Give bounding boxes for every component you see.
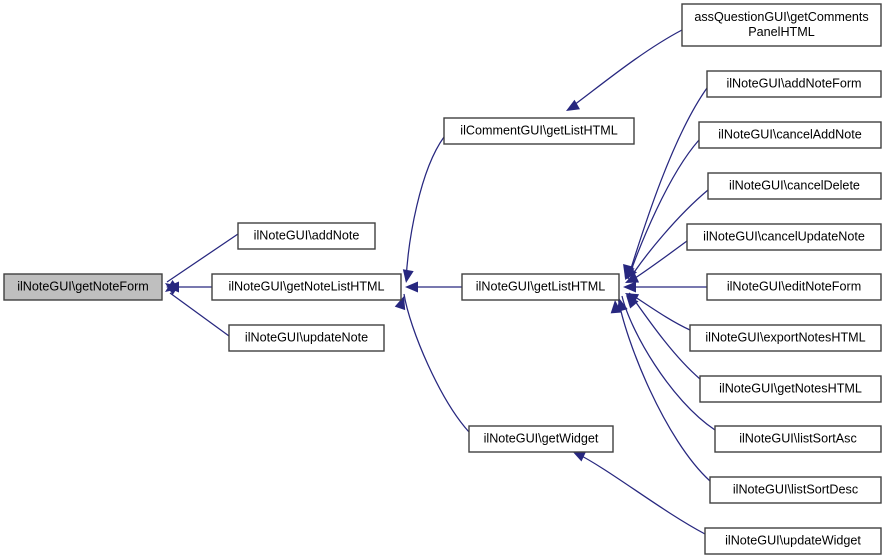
node-box-cancelUpdateNote[interactable] (686, 223, 882, 251)
edge-addNoteForm-to-getListHTML (627, 87, 708, 279)
edge-ilCommentGUI_getListHTML-to-getNoteListHTML (405, 136, 445, 282)
arrowhead-getListHTML->getNoteListHTML (405, 281, 418, 293)
arrowhead-editNoteForm->getListHTML (623, 281, 636, 293)
arrowhead-listSortDesc->getListHTML (610, 300, 622, 314)
edge-addNote-to-getNoteForm (166, 233, 239, 283)
node-box-getListHTML[interactable] (461, 273, 620, 301)
node-cancelDelete[interactable]: ilNoteGUI\cancelDelete (707, 172, 882, 200)
edge-exportNotesHTML-to-getListHTML (628, 292, 691, 331)
node-addNote[interactable]: ilNoteGUI\addNote (237, 222, 376, 250)
node-box-getWidget[interactable] (468, 425, 614, 453)
node-editNoteForm[interactable]: ilNoteGUI\editNoteForm (706, 273, 882, 301)
node-cancelAddNote[interactable]: ilNoteGUI\cancelAddNote (698, 121, 882, 149)
node-box-getNotesHTML[interactable] (699, 375, 882, 403)
nodes-layer: ilNoteGUI\getNoteForm ilNoteGUI\addNote il… (3, 3, 882, 555)
node-getWidget[interactable]: ilNoteGUI\getWidget (468, 425, 614, 453)
edge-listSortAsc-to-getListHTML (621, 295, 716, 431)
arrowhead-getWidget->getNoteListHTML (394, 296, 406, 311)
node-box-updateWidget[interactable] (704, 527, 882, 555)
node-box-listSortDesc[interactable] (709, 476, 882, 504)
node-cancelUpdateNote[interactable]: ilNoteGUI\cancelUpdateNote (686, 223, 882, 251)
arrowhead-getNotesHTML->getListHTML (626, 295, 639, 309)
node-box-cancelAddNote[interactable] (698, 121, 882, 149)
node-box-updateNote[interactable] (228, 324, 385, 352)
node-addNoteForm[interactable]: ilNoteGUI\addNoteForm (706, 70, 882, 98)
edge-getCommentsPanelHTML-to-ilCommentGUI_getListHTML (569, 29, 683, 109)
edge-cancelAddNote-to-getListHTML (627, 139, 700, 280)
arrowhead-cancelUpdateNote->getListHTML (625, 272, 640, 283)
node-box-listSortAsc[interactable] (714, 425, 882, 453)
node-getNoteListHTML[interactable]: ilNoteGUI\getNoteListHTML (211, 273, 402, 301)
arrowhead-getCommentsPanel->ilCommentGUI (566, 99, 581, 111)
node-exportNotesHTML[interactable]: ilNoteGUI\exportNotesHTML (689, 324, 882, 352)
edge-getWidget-to-getNoteListHTML (403, 293, 470, 433)
arrowhead-updateWidget->getWidget (572, 451, 587, 462)
node-box-getNoteListHTML[interactable] (211, 273, 402, 301)
node-ilCommentGUI_getListHTML[interactable]: ilCommentGUI\getListHTML (443, 117, 635, 145)
arrowhead-cancelDelete->getListHTML (625, 266, 637, 280)
node-listSortDesc[interactable]: ilNoteGUI\listSortDesc (709, 476, 882, 504)
edge-updateWidget-to-getWidget (575, 452, 706, 535)
node-updateNote[interactable]: ilNoteGUI\updateNote (228, 324, 385, 352)
node-box-ilCommentGUI_getListHTML[interactable] (443, 117, 635, 145)
node-box-editNoteForm[interactable] (706, 273, 882, 301)
node-box-addNoteForm[interactable] (706, 70, 882, 98)
edge-updateNote-to-getNoteForm (169, 292, 230, 337)
node-box-getNoteForm[interactable] (3, 273, 163, 301)
arrowhead-ilCommentGUI->getNoteListHTML (402, 269, 414, 283)
node-updateWidget[interactable]: ilNoteGUI\updateWidget (704, 527, 882, 555)
node-getNoteForm[interactable]: ilNoteGUI\getNoteForm (3, 273, 163, 301)
node-box-getCommentsPanelHTML[interactable] (681, 3, 882, 47)
node-box-exportNotesHTML[interactable] (689, 324, 882, 352)
node-listSortAsc[interactable]: ilNoteGUI\listSortAsc (714, 425, 882, 453)
arrowhead-listSortAsc->getListHTML (617, 298, 628, 312)
arrowheads-layer (165, 99, 640, 462)
edge-listSortDesc-to-getListHTML (617, 296, 711, 482)
node-box-cancelDelete[interactable] (707, 172, 882, 200)
node-getNotesHTML[interactable]: ilNoteGUI\getNotesHTML (699, 375, 882, 403)
arrowhead-updateNote->getNoteForm (165, 280, 179, 292)
node-box-addNote[interactable] (237, 222, 376, 250)
node-getListHTML[interactable]: ilNoteGUI\getListHTML (461, 273, 620, 301)
